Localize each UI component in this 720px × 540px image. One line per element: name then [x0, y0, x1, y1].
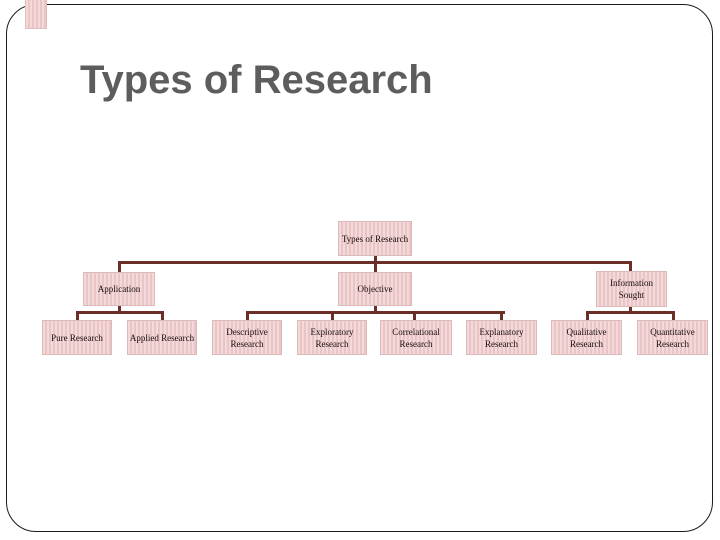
connector-line: [671, 311, 675, 321]
connector-line: [373, 304, 377, 314]
slide-title: Types of Research: [80, 58, 433, 102]
node-explanatory-research: Explanatory Research: [466, 320, 537, 355]
connector-line: [75, 311, 79, 321]
connector-line: [160, 311, 164, 321]
slide-border: [6, 4, 713, 532]
connector-line: [245, 311, 249, 321]
node-qualitative-research: Qualitative Research: [551, 320, 622, 355]
node-applied-research: Applied Research: [127, 320, 197, 355]
node-quantitative-research: Quantitative Research: [637, 320, 708, 355]
connector-line: [330, 311, 334, 321]
connector-line: [373, 254, 377, 264]
corner-decoration: [25, 0, 47, 29]
node-objective: Objective: [338, 272, 412, 306]
connector-line: [500, 311, 503, 321]
connector-line: [412, 311, 416, 321]
node-root: Types of Research: [338, 221, 412, 256]
node-pure-research: Pure Research: [42, 320, 112, 355]
connector-line: [117, 304, 121, 314]
connector-line: [585, 311, 589, 321]
connector-line: [75, 311, 164, 314]
connector-line: [245, 311, 505, 314]
node-exploratory-research: Exploratory Research: [297, 320, 367, 355]
connector-line: [628, 261, 632, 274]
connector-line: [585, 311, 675, 314]
connector-line: [117, 261, 121, 274]
node-application: Application: [83, 272, 155, 306]
node-descriptive-research: Descriptive Research: [212, 320, 282, 355]
connector-line: [373, 261, 377, 274]
node-correlational-research: Correlational Research: [380, 320, 452, 355]
connector-line: [628, 304, 632, 314]
node-information-sought: Information Sought: [596, 271, 667, 307]
